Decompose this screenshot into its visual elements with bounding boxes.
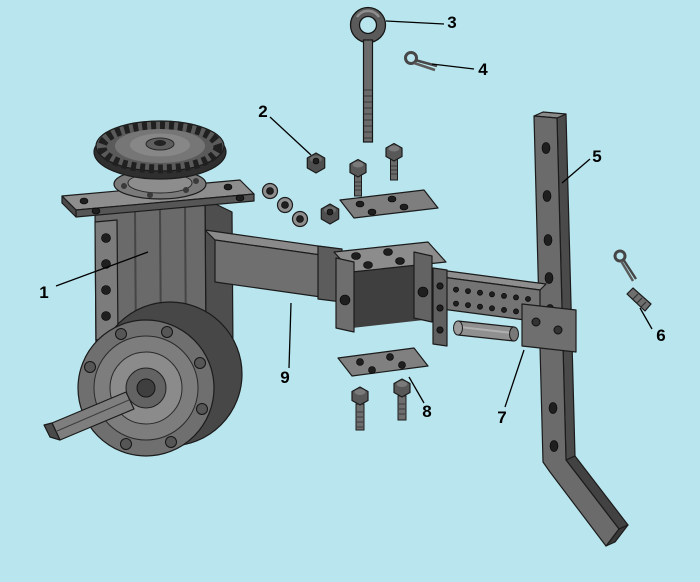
leader-line-2 bbox=[269, 116, 312, 156]
callout-label-2: 2 bbox=[258, 102, 267, 121]
hex-nuts bbox=[306, 152, 340, 225]
callout-label-3: 3 bbox=[447, 13, 456, 32]
callout-label-1: 1 bbox=[39, 283, 48, 302]
upper-hex-bolts bbox=[349, 142, 403, 197]
callouts: 1 2 3 4 5 6 7 8 9 bbox=[39, 13, 665, 427]
leader-line-5 bbox=[561, 158, 591, 184]
leader-line-1 bbox=[55, 251, 149, 287]
support-bar bbox=[533, 111, 629, 547]
callout-label-7: 7 bbox=[497, 408, 506, 427]
clamp-pin bbox=[453, 320, 519, 342]
leader-line-9 bbox=[288, 302, 292, 369]
leader-line-7 bbox=[504, 349, 525, 408]
callout-label-9: 9 bbox=[280, 368, 289, 387]
output-shaft bbox=[43, 391, 135, 441]
leader-line-4 bbox=[431, 63, 475, 70]
upper-backing-plate bbox=[339, 189, 439, 219]
callout-label-5: 5 bbox=[592, 147, 601, 166]
leader-line-8 bbox=[408, 376, 425, 404]
cotter-pin bbox=[404, 51, 438, 72]
eye-bolt bbox=[349, 6, 387, 143]
leader-line-6 bbox=[639, 307, 653, 330]
callout-label-6: 6 bbox=[656, 326, 665, 345]
clevis-bracket bbox=[333, 241, 447, 333]
flat-washers bbox=[261, 182, 309, 228]
leader-line-3 bbox=[385, 20, 445, 25]
grooved-pin bbox=[613, 249, 652, 312]
callout-label-8: 8 bbox=[422, 402, 431, 421]
lower-hex-bolts bbox=[351, 378, 411, 431]
callout-label-4: 4 bbox=[478, 60, 488, 79]
clamp-bracket bbox=[432, 267, 577, 353]
crown-gear bbox=[93, 120, 227, 180]
lower-backing-plate bbox=[337, 347, 429, 377]
